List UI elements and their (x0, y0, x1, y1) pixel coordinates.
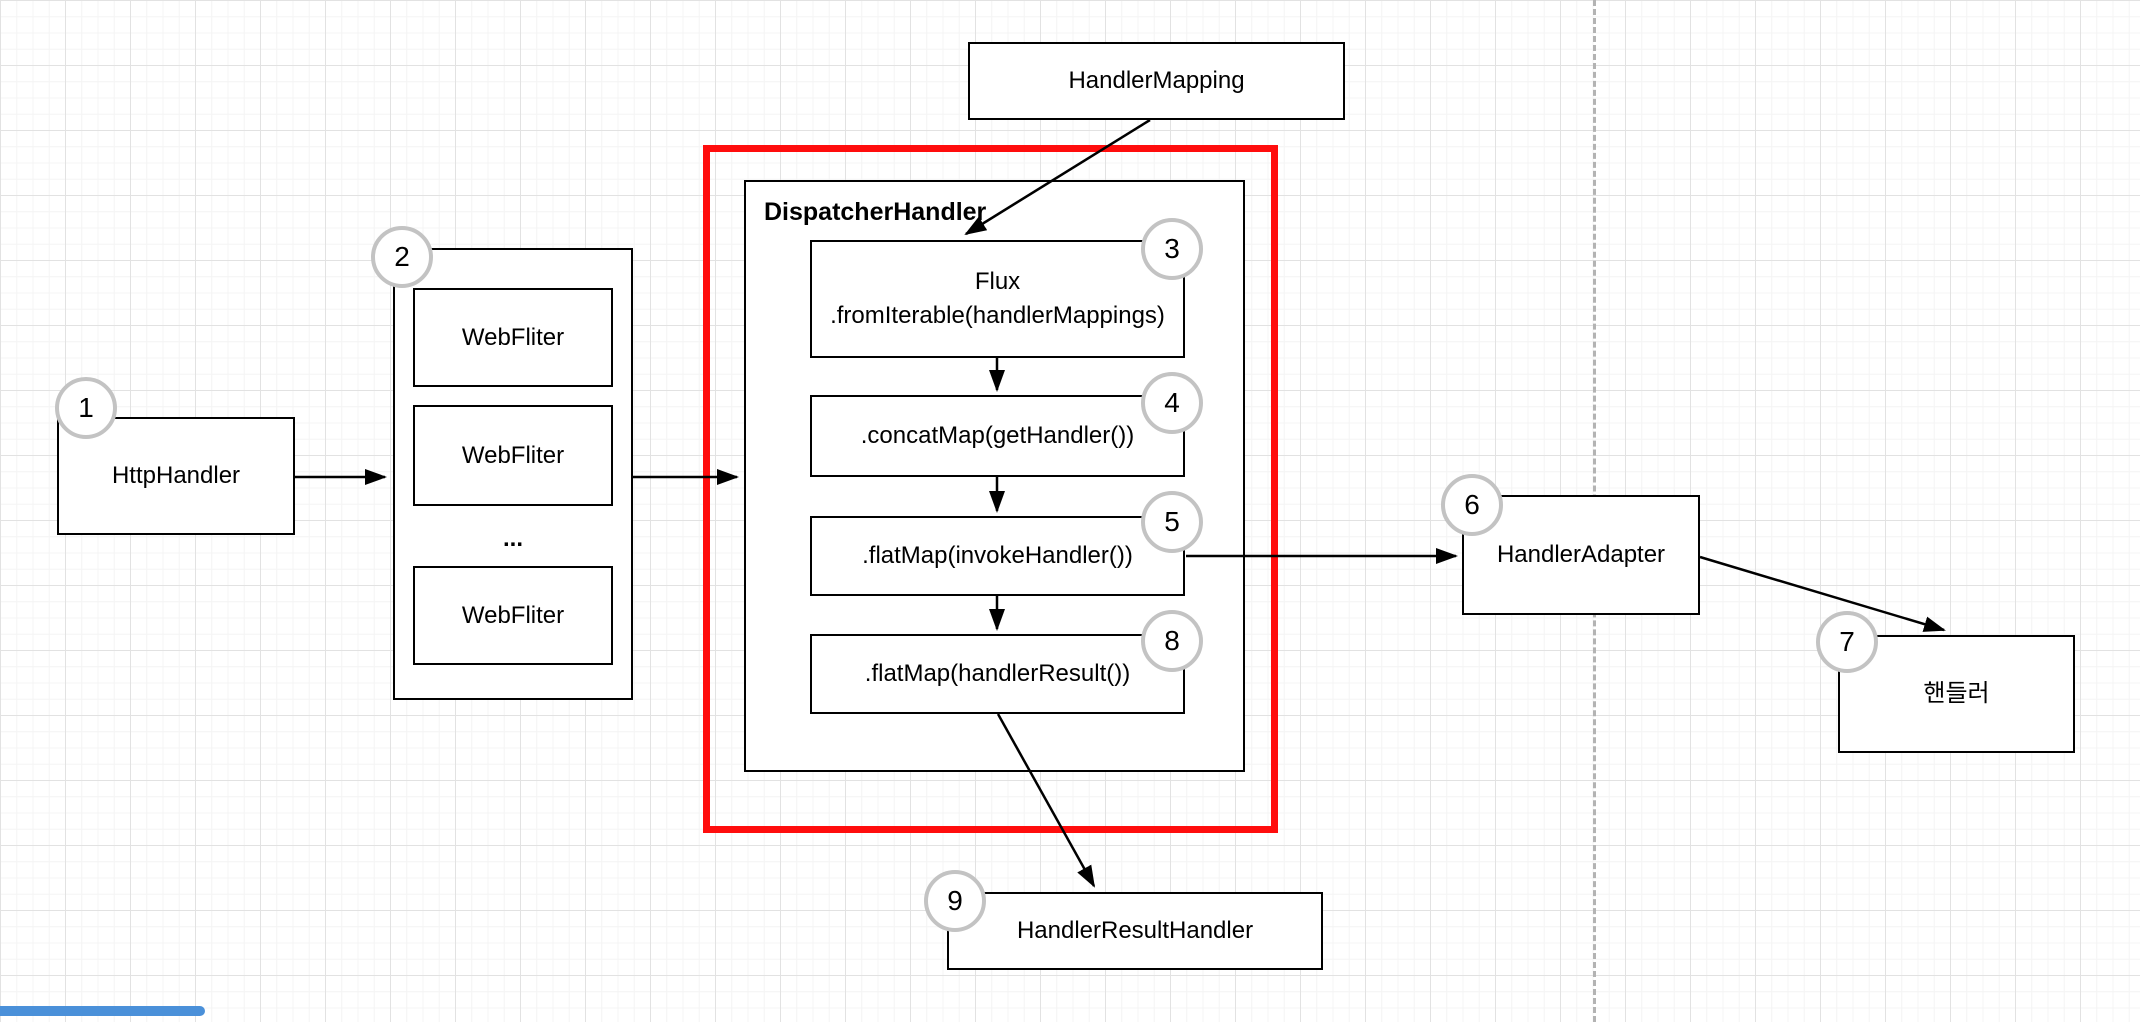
step-badge-4-number: 4 (1164, 387, 1180, 418)
step-badge-9-number: 9 (947, 885, 963, 916)
step-badge-2-number: 2 (394, 241, 410, 272)
webfilter-ellipsis: ... (502, 525, 523, 552)
step-badge-1[interactable]: 1 (55, 377, 117, 439)
handler-korean-label: 핸들러 (1923, 680, 1990, 708)
webfilter-1-label: WebFliter (461, 323, 565, 351)
handler-adapter-label: HandlerAdapter (1496, 541, 1666, 569)
step-badge-7-number: 7 (1839, 626, 1855, 657)
step-badge-6-number: 6 (1464, 489, 1480, 520)
step-badge-3-number: 3 (1164, 233, 1180, 264)
node-concat-map[interactable]: .concatMap(getHandler()) (810, 395, 1185, 477)
flux-label-line2: .fromIterable(handlerMappings) (830, 302, 1165, 329)
webfilter-3-label: WebFliter (461, 601, 565, 629)
flux-label-line1: Flux (974, 268, 1021, 296)
step-badge-1-number: 1 (78, 392, 94, 423)
connector-adapter-to-korean-handler (1699, 555, 1946, 632)
step-badge-9[interactable]: 9 (924, 870, 986, 932)
node-webfilter-stack[interactable]: WebFliter WebFliter ... WebFliter (393, 248, 633, 700)
handler-result-handler-label: HandlerResultHandler (1016, 917, 1254, 945)
step-badge-3[interactable]: 3 (1141, 218, 1203, 280)
node-flat-map-invoke[interactable]: .flatMap(invokeHandler()) (810, 516, 1185, 596)
step-badge-4[interactable]: 4 (1141, 372, 1203, 434)
node-flux-from-iterable[interactable]: Flux .fromIterable(handlerMappings) (810, 240, 1185, 358)
node-handler-result-handler[interactable]: HandlerResultHandler (947, 892, 1323, 970)
step-badge-5-number: 5 (1164, 506, 1180, 537)
node-handler-mapping-label: HandlerMapping (1068, 67, 1245, 95)
concat-map-label: .concatMap(getHandler()) (860, 422, 1135, 450)
dispatcher-handler-title: DispatcherHandler (764, 198, 987, 226)
step-badge-6[interactable]: 6 (1441, 474, 1503, 536)
step-badge-2[interactable]: 2 (371, 226, 433, 288)
node-webfilter-3[interactable]: WebFliter (413, 566, 613, 665)
http-handler-label: HttpHandler (111, 462, 241, 490)
node-handler-adapter[interactable]: HandlerAdapter (1462, 495, 1700, 615)
webfilter-2-label: WebFliter (461, 441, 565, 469)
node-handler-korean[interactable]: 핸들러 (1838, 635, 2075, 753)
step-badge-8[interactable]: 8 (1141, 610, 1203, 672)
node-handler-mapping[interactable]: HandlerMapping (968, 42, 1345, 120)
flat-map-invoke-label: .flatMap(invokeHandler()) (862, 542, 1133, 570)
step-badge-7[interactable]: 7 (1816, 611, 1878, 673)
flat-map-result-label: .flatMap(handlerResult()) (864, 660, 1131, 688)
node-webfilter-2[interactable]: WebFliter (413, 405, 613, 506)
node-flat-map-result[interactable]: .flatMap(handlerResult()) (810, 634, 1185, 714)
step-badge-5[interactable]: 5 (1141, 491, 1203, 553)
step-badge-8-number: 8 (1164, 625, 1180, 656)
horizontal-scroll-indicator[interactable] (0, 1006, 205, 1016)
node-webfilter-1[interactable]: WebFliter (413, 288, 613, 387)
